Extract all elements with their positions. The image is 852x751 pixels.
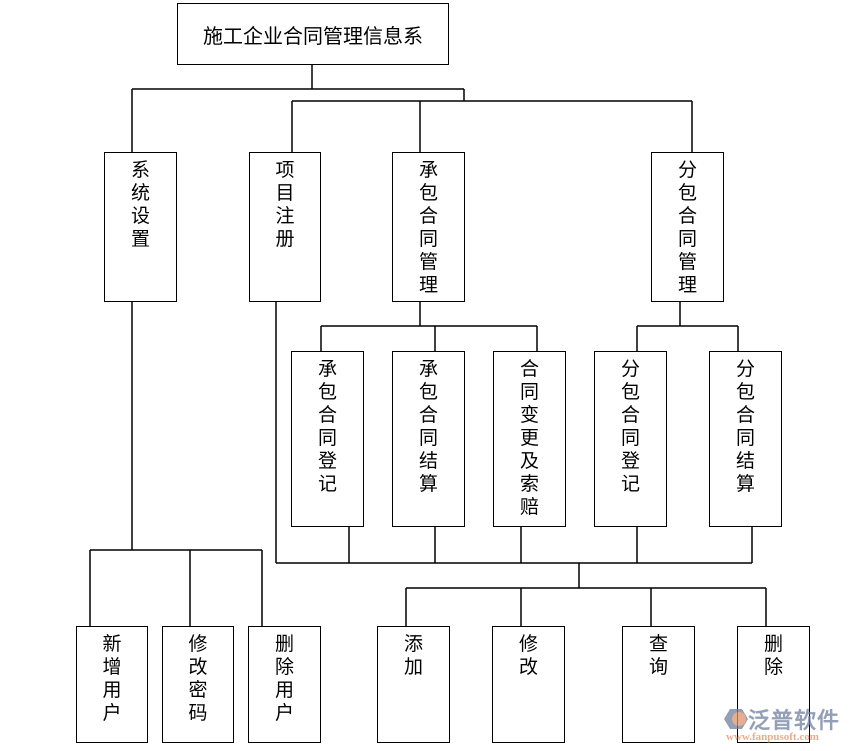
watermark-url: www.fanpusoft.com [726,731,819,743]
node-label: 合同变更及索赔 [520,358,540,518]
node-label: 分包合同登记 [621,358,641,495]
node-add-user: 新增用户 [76,626,148,743]
node-label: 删除用户 [275,633,295,724]
node-subcontract-settlement: 分包合同结算 [709,351,782,527]
node-label: 添加 [404,633,424,678]
watermark-name: 泛普软件 [748,709,841,734]
node-label: 分包合同结算 [736,358,756,495]
node-change-password: 修改密码 [162,626,234,743]
node-label: 修改 [519,633,539,678]
node-contract-change-claim: 合同变更及索赔 [493,351,566,527]
node-label: 项目注册 [275,159,295,250]
node-contract-registration: 承包合同登记 [291,351,364,527]
node-label: 承包合同管理 [419,159,439,296]
node-label: 分包合同管理 [678,159,698,296]
node-contract-settlement: 承包合同结算 [392,351,465,527]
root-system-box: 施工企业合同管理信息系 [177,3,449,65]
node-modify: 修改 [492,626,565,743]
node-label: 修改密码 [188,633,208,724]
node-contract-management: 承包合同管理 [392,152,465,302]
node-query: 查询 [622,626,695,743]
node-label: 承包合同结算 [419,358,439,495]
node-label: 承包合同登记 [318,358,338,495]
node-label: 系统设置 [131,159,151,250]
node-label: 查询 [649,633,669,678]
fanpusoft-watermark: 泛普软件 www.fanpusoft.com [722,703,848,747]
node-project-registration: 项目注册 [249,152,321,302]
node-delete: 删除 [737,626,810,743]
node-label: 删除 [764,633,784,678]
root-system-title: 施工企业合同管理信息系 [203,23,423,48]
node-subcontract-management: 分包合同管理 [651,152,724,302]
fanpusoft-logo-icon [724,709,748,729]
node-label: 新增用户 [102,633,122,724]
node-subcontract-registration: 分包合同登记 [594,351,667,527]
node-add: 添加 [377,626,450,743]
node-system-settings: 系统设置 [104,152,177,302]
node-delete-user: 删除用户 [248,626,321,743]
